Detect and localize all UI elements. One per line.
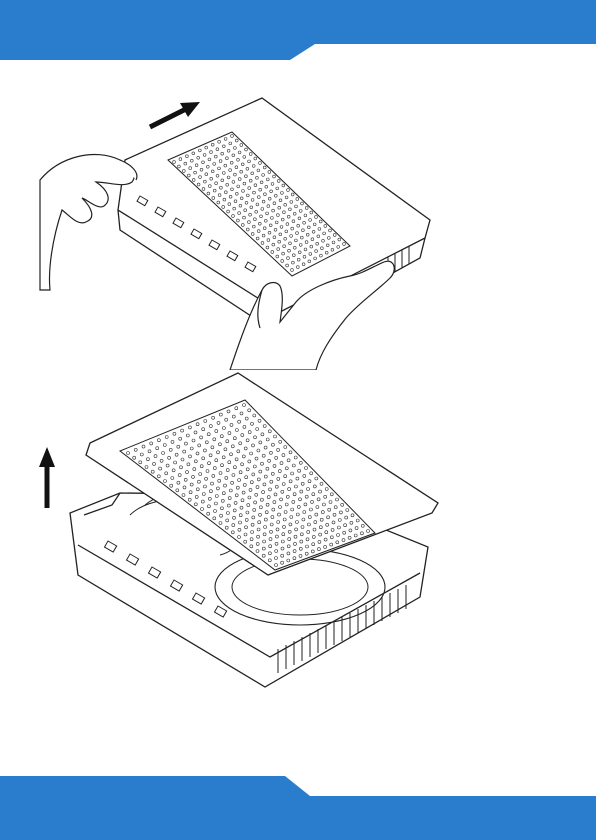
figure-lift-cover	[0, 365, 596, 705]
header-band	[0, 0, 596, 64]
header-band-shape	[0, 0, 596, 60]
arrow-up-right-icon	[150, 102, 200, 127]
figure-slide-cover	[0, 90, 596, 370]
arrow-up-icon	[39, 447, 55, 508]
footer-band-shape	[0, 776, 596, 840]
footer-band	[0, 776, 596, 840]
